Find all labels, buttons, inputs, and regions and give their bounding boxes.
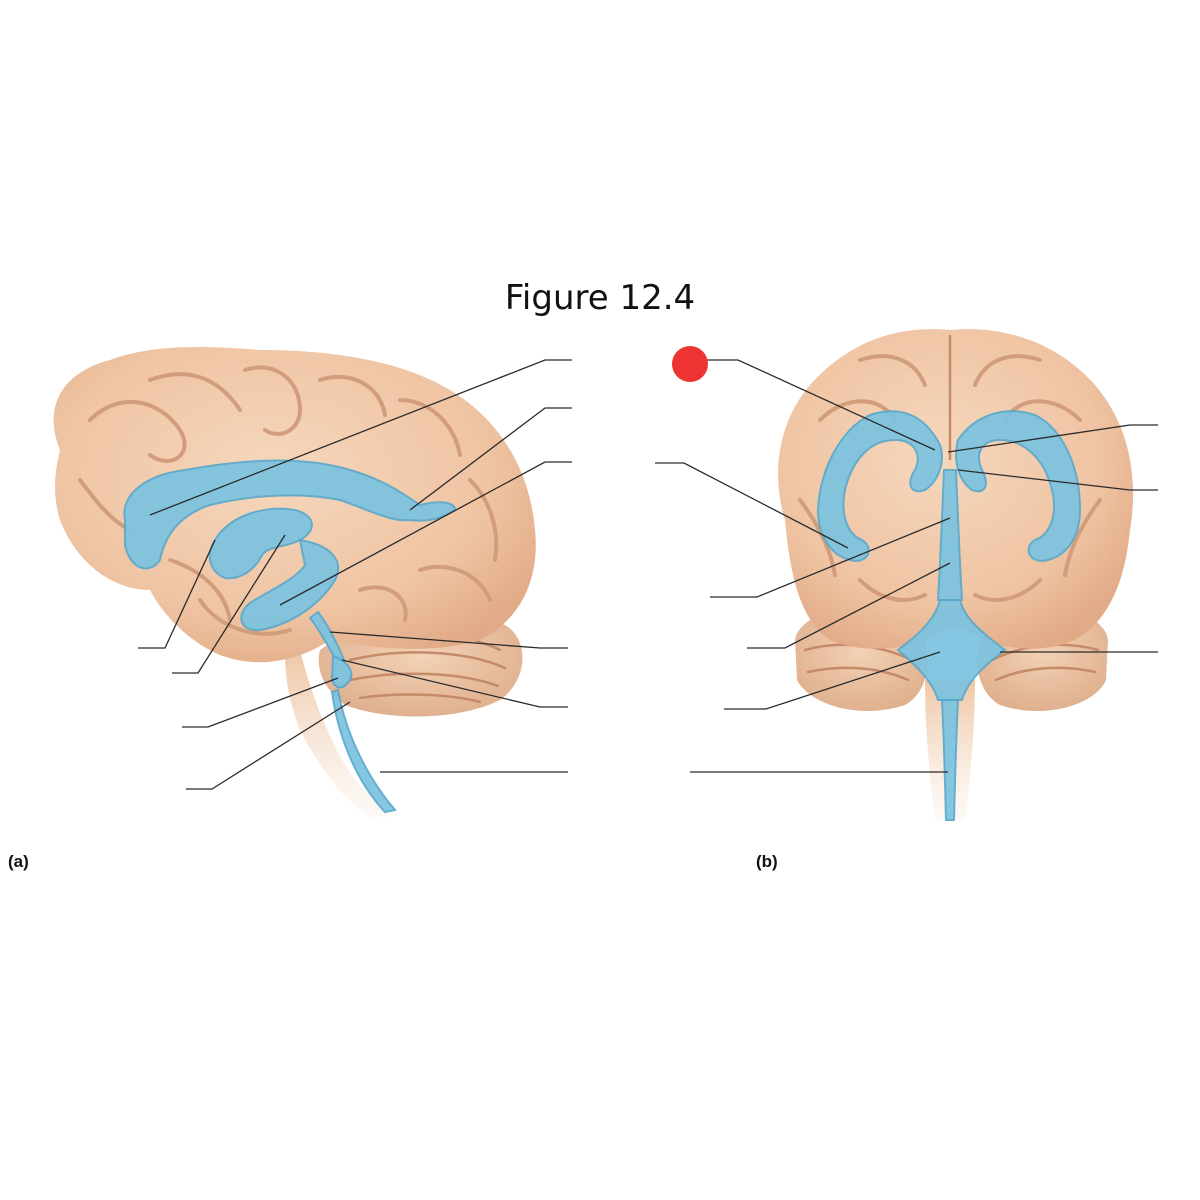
central-canal-a [330,688,397,814]
leader-a6 [329,631,568,649]
ventricles-a [123,459,457,814]
leader-a4 [138,539,216,649]
panel-b-label: (b) [756,852,778,871]
leader-a3 [279,461,572,606]
leader-a1 [149,359,572,516]
third-ventricle-b [936,469,964,601]
panel-b-anterior-brain [655,329,1158,821]
fourth-ventricle-b [896,599,1007,701]
cerebrum-gyri-a [78,365,499,636]
leader-b5 [710,517,951,598]
red-dot-marker-icon[interactable] [672,346,708,382]
leader-b4 [655,462,849,549]
third-ventricle-a [208,507,313,580]
leader-b2 [947,424,1158,453]
leader-a9 [186,701,351,790]
leader-lines-b [655,359,1158,773]
leader-b6 [747,562,951,649]
leader-b8 [724,651,941,710]
ventricles-b [816,410,1082,821]
leader-a5 [172,534,286,674]
lateral-ventricle-left-b [816,410,943,562]
panel-a-lateral-brain [53,347,572,818]
panel-a-label: (a) [8,852,29,871]
inferior-horn-a [240,538,340,632]
figure-title: Figure 12.4 [504,278,696,318]
central-canal-b [940,699,960,821]
leader-a7 [341,659,568,708]
leader-a2 [409,407,572,511]
lateral-ventricle-a [123,459,457,570]
fourth-ventricle-a [330,654,353,689]
leader-a8 [182,677,339,728]
leader-lines-a [138,359,572,790]
lateral-ventricle-right-b [955,410,1082,562]
cerebrum-a [53,347,536,663]
leader-b3 [957,469,1158,491]
leader-b1 [706,359,936,451]
brainstem-a [285,650,400,818]
